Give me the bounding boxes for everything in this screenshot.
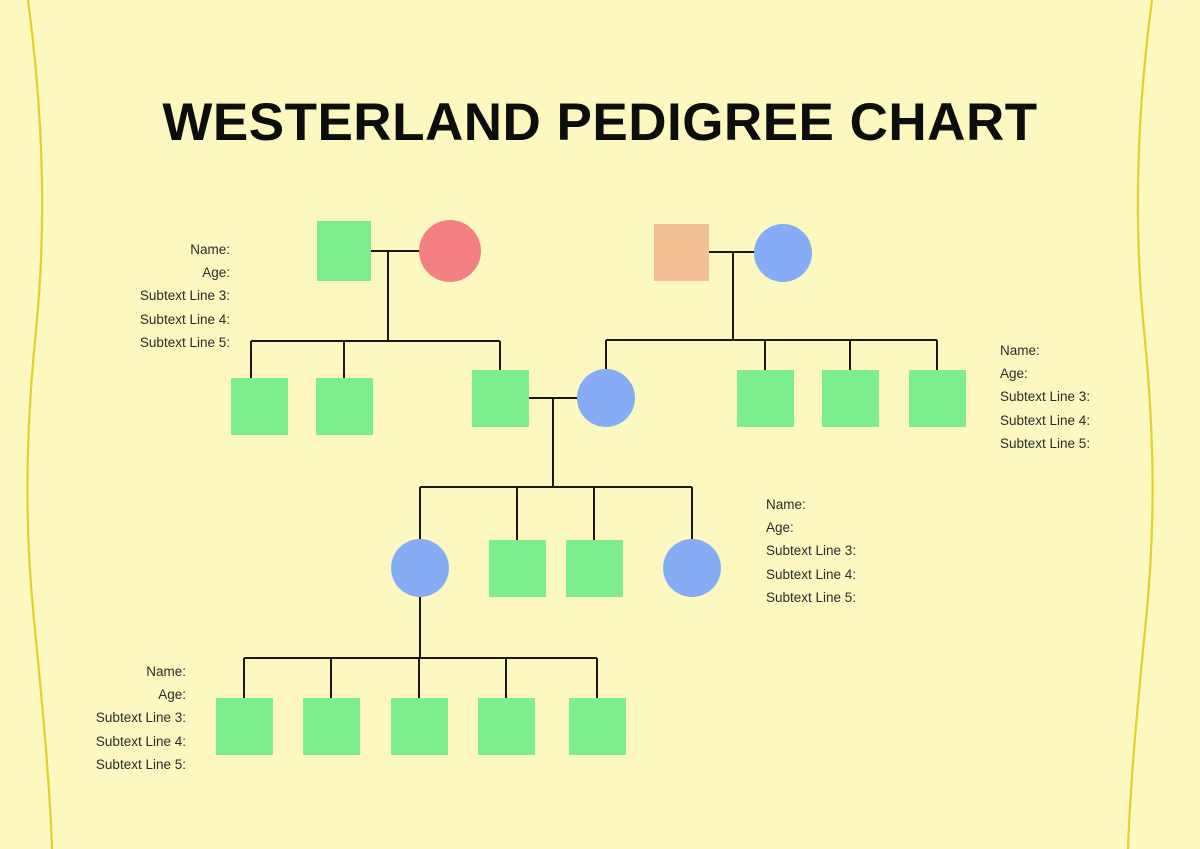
label-subtext-5: Subtext Line 5: <box>766 589 857 605</box>
label-block-gen3-mid: Name: Age: Subtext Line 3: Subtext Line … <box>766 493 956 609</box>
node-square-g2-b[interactable] <box>316 378 373 435</box>
page-title: WESTERLAND PEDIGREE CHART <box>162 93 1038 152</box>
connector-lines <box>242 249 939 698</box>
node-circle-g1-b[interactable] <box>419 220 481 282</box>
node-square-g4-a[interactable] <box>216 698 273 755</box>
node-square-g2-g[interactable] <box>909 370 966 427</box>
label-subtext-4: Subtext Line 4: <box>95 733 186 749</box>
label-age: Age: <box>766 520 794 536</box>
node-square-g4-e[interactable] <box>569 698 626 755</box>
label-subtext-3: Subtext Line 3: <box>95 710 186 726</box>
node-square-g1-a[interactable] <box>317 221 371 281</box>
node-square-g4-d[interactable] <box>478 698 535 755</box>
label-age: Age: <box>202 265 230 281</box>
node-square-g4-b[interactable] <box>303 698 360 755</box>
node-square-g4-c[interactable] <box>391 698 448 755</box>
label-name: Name: <box>146 664 186 679</box>
label-age: Age: <box>158 687 186 703</box>
label-subtext-4: Subtext Line 4: <box>1000 412 1091 428</box>
generation-2-nodes <box>231 369 966 435</box>
node-square-g3-c[interactable] <box>566 540 623 597</box>
node-square-g3-b[interactable] <box>489 540 546 597</box>
node-square-g1-c[interactable] <box>654 224 709 281</box>
label-subtext-5: Subtext Line 5: <box>1000 435 1091 451</box>
node-circle-g3-d[interactable] <box>663 539 721 597</box>
generation-4-nodes <box>216 698 626 755</box>
node-square-g2-e[interactable] <box>737 370 794 427</box>
node-square-g2-c[interactable] <box>472 370 529 427</box>
node-circle-g3-a[interactable] <box>391 539 449 597</box>
generation-3-nodes <box>391 539 721 597</box>
node-square-g2-a[interactable] <box>231 378 288 435</box>
label-subtext-4: Subtext Line 4: <box>766 566 857 582</box>
generation-1-nodes <box>317 220 812 282</box>
label-subtext-3: Subtext Line 3: <box>766 543 857 559</box>
node-circle-g1-d[interactable] <box>754 224 812 282</box>
label-subtext-4: Subtext Line 4: <box>139 311 230 327</box>
label-age: Age: <box>1000 366 1028 382</box>
node-circle-g2-d[interactable] <box>577 369 635 427</box>
label-subtext-5: Subtext Line 5: <box>139 334 230 350</box>
label-block-gen2-right: Name: Age: Subtext Line 3: Subtext Line … <box>1000 339 1190 455</box>
label-subtext-5: Subtext Line 5: <box>95 756 186 772</box>
label-name: Name: <box>1000 343 1040 358</box>
label-name: Name: <box>766 497 806 512</box>
label-block-gen4-left: Name: Age: Subtext Line 3: Subtext Line … <box>0 660 186 776</box>
node-square-g2-f[interactable] <box>822 370 879 427</box>
label-name: Name: <box>190 242 230 257</box>
label-block-gen1-left: Name: Age: Subtext Line 3: Subtext Line … <box>32 238 230 354</box>
label-subtext-3: Subtext Line 3: <box>1000 389 1091 405</box>
label-subtext-3: Subtext Line 3: <box>139 288 230 304</box>
